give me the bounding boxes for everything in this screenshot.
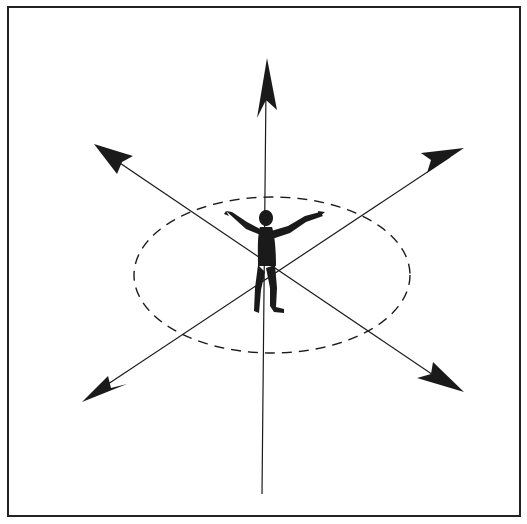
upper-left-arrow	[94, 144, 133, 174]
figure-left-arm	[226, 211, 263, 236]
lower-left-arrow	[82, 376, 127, 402]
figure-right-arm	[271, 212, 323, 239]
figure-head	[259, 210, 273, 226]
upper-right-arrow	[421, 148, 464, 173]
vertical-axis-line	[262, 88, 266, 494]
upward-arrow	[257, 58, 277, 118]
lower-right-arrow	[417, 362, 464, 392]
figure-torso	[258, 227, 276, 266]
